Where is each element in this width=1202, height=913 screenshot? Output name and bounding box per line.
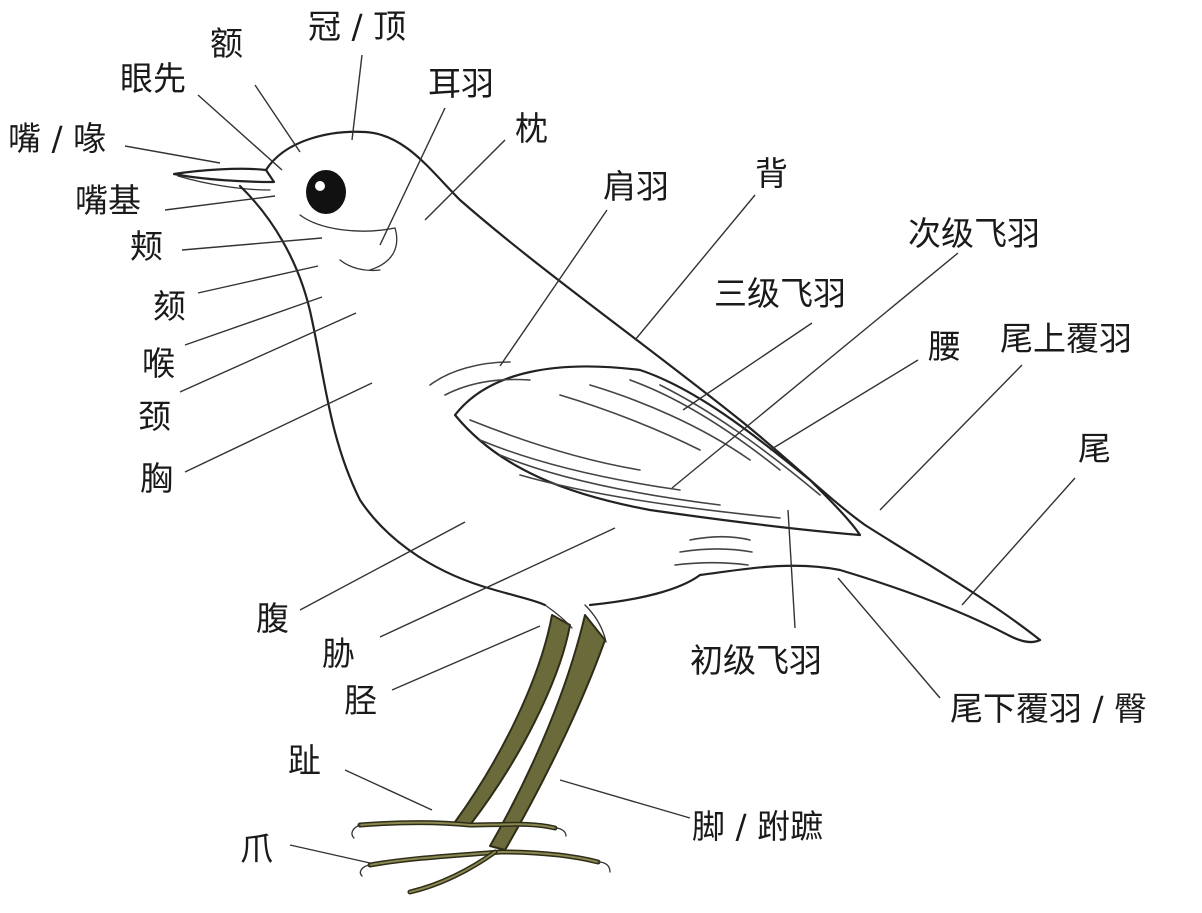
leader-lines: [124, 54, 1076, 864]
label-back: 背: [755, 154, 788, 193]
label-secondaries: 次级飞羽: [908, 214, 1040, 253]
label-throat: 喉: [142, 344, 175, 383]
label-neck: 颈: [138, 397, 171, 436]
front-outline: [238, 184, 547, 607]
wing-feathers: [429, 361, 821, 519]
tibia-mark-2: [584, 604, 607, 643]
label-toe: 趾: [288, 741, 321, 780]
tail-tip: [1008, 634, 1042, 644]
bill-lower: [177, 175, 271, 191]
label-gape: 嘴基: [75, 181, 141, 220]
label-tertials: 三级飞羽: [714, 274, 846, 313]
label-rump: 腰: [928, 327, 961, 366]
flank-shading: [674, 535, 753, 566]
legs: [351, 604, 611, 895]
claws: [351, 824, 611, 877]
back-outline: [264, 130, 1042, 642]
label-belly: 腹: [256, 599, 289, 638]
label-bill: 嘴 / 喙: [8, 119, 106, 158]
bill-upper: [172, 167, 276, 184]
eye: [306, 170, 346, 214]
eye-highlight: [315, 181, 325, 191]
label-claw: 爪: [240, 829, 273, 868]
label-cheek: 颊: [130, 227, 163, 266]
tibia-mark: [544, 604, 573, 629]
label-lores: 眼先: [120, 59, 186, 98]
label-scapulars: 肩羽: [603, 167, 669, 206]
label-crown: 冠 / 顶: [308, 7, 406, 46]
vent-outline: [588, 573, 702, 607]
wing-outline: [453, 365, 862, 537]
ear-coverts-mark: [299, 214, 398, 271]
label-tarsus: 脚 / 跗蹠: [692, 807, 823, 846]
label-nape: 枕: [515, 109, 548, 148]
label-ear-coverts: 耳羽: [428, 64, 494, 103]
label-breast: 胸: [140, 459, 173, 498]
label-undertail-coverts: 尾下覆羽 / 臀: [950, 689, 1147, 728]
label-uppertail-coverts: 尾上覆羽: [1000, 319, 1132, 358]
label-forehead: 额: [210, 24, 243, 63]
part-labels: 额 冠 / 顶 眼先 耳羽 嘴 / 喙 枕 嘴基 颊 颏 喉 颈 胸 肩羽 背 …: [8, 7, 1147, 868]
tail-lower: [698, 564, 1012, 638]
label-flank: 胁: [322, 634, 355, 673]
bird-body: [172, 130, 1042, 644]
label-tibia: 胫: [344, 681, 377, 720]
cheek-mark: [339, 259, 381, 272]
label-primaries: 初级飞羽: [690, 641, 822, 680]
label-tail: 尾: [1078, 429, 1111, 468]
label-chin: 颏: [153, 287, 186, 326]
